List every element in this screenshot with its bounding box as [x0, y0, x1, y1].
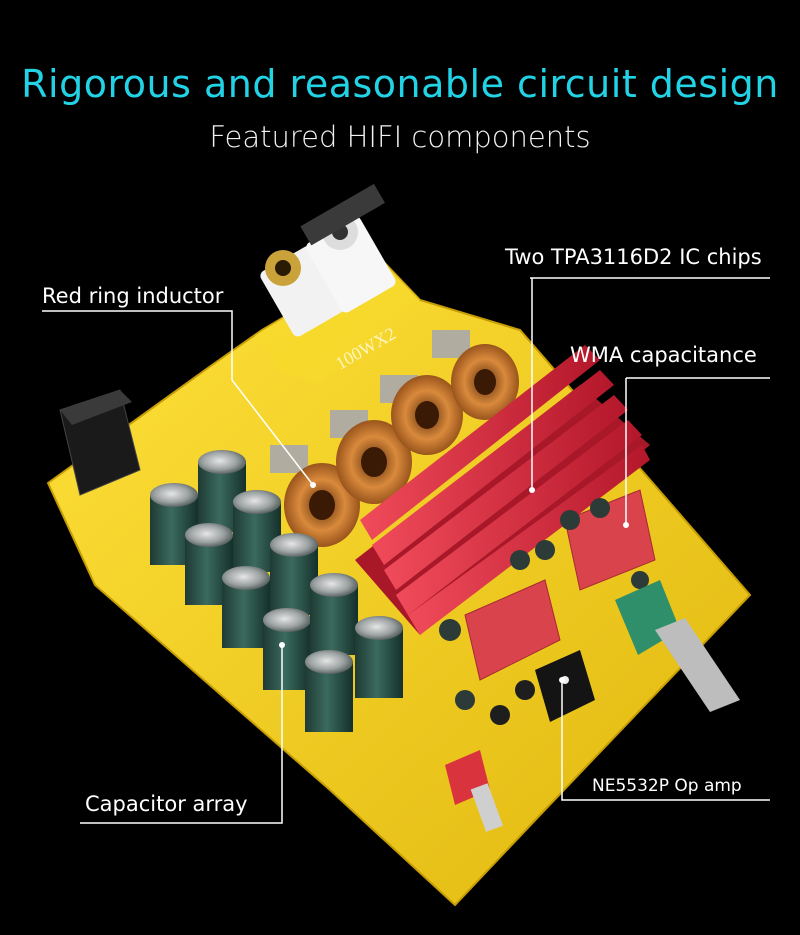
rca-input-jacks — [260, 183, 396, 337]
heatsink — [355, 345, 650, 635]
inductor-coils — [270, 330, 519, 547]
callout-label-opamp: NE5532P Op amp — [592, 776, 742, 796]
callout-label-wma: WMA capacitance — [570, 343, 757, 367]
capacitor-array — [150, 450, 403, 732]
callout-label-chips: Two TPA3116D2 IC chips — [505, 245, 762, 269]
page-title: Rigorous and reasonable circuit design — [21, 62, 779, 106]
callout-label-inductor: Red ring inductor — [42, 284, 224, 308]
callout-label-capacitors: Capacitor array — [85, 792, 248, 816]
callout-dots — [279, 482, 629, 683]
volume-potentiometer — [615, 580, 740, 712]
small-capacitors — [439, 498, 649, 725]
page-subtitle: Featured HIFI components — [209, 120, 591, 154]
callout-lines — [42, 277, 770, 824]
dc-power-jack — [59, 389, 141, 496]
power-switch — [445, 750, 503, 832]
wma-film-capacitors — [464, 489, 656, 681]
